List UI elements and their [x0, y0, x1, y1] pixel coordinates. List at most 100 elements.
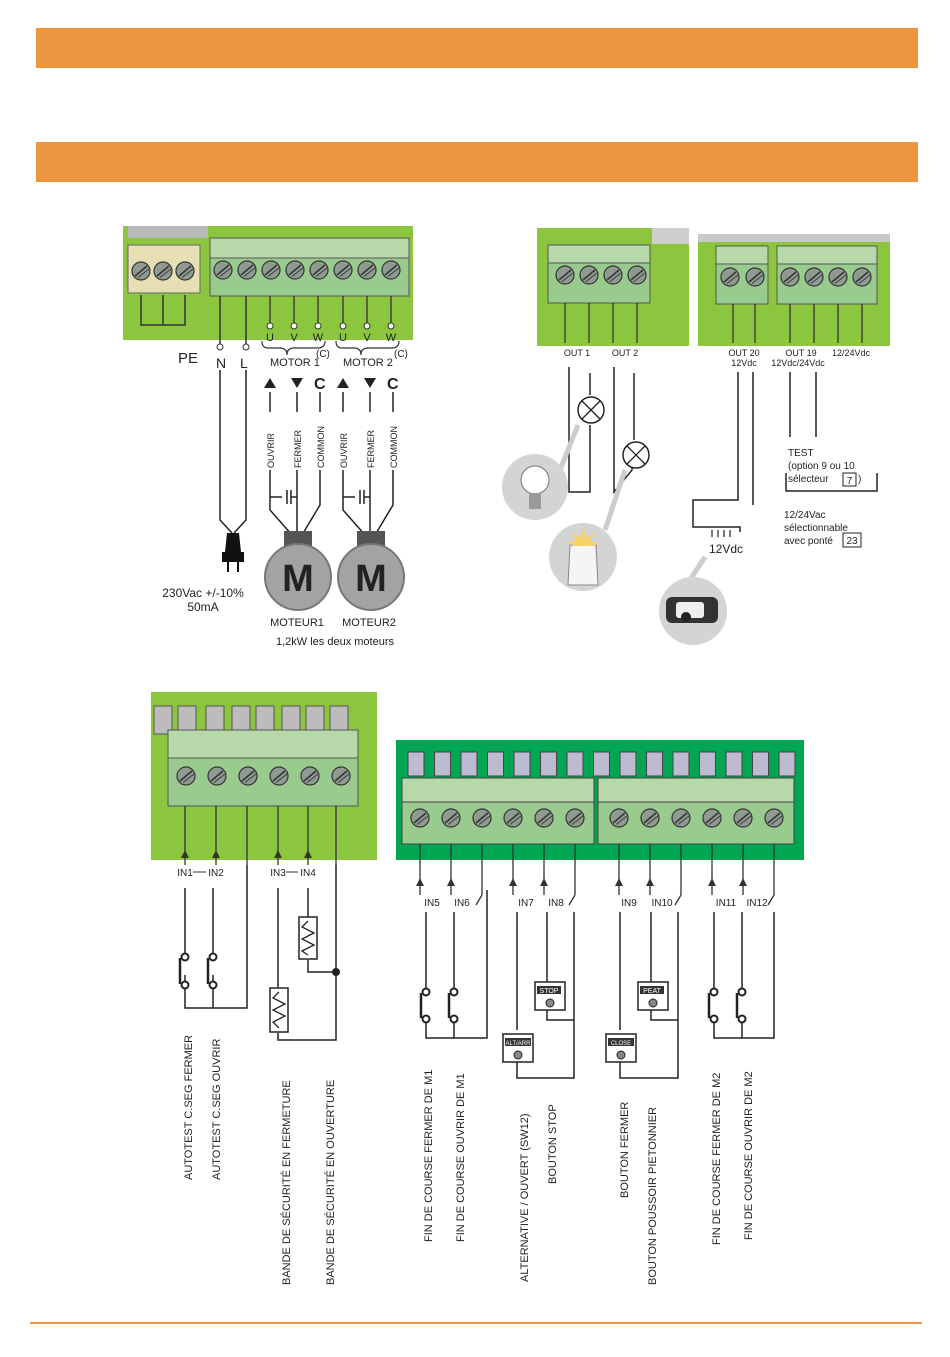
- l-label: L: [240, 355, 248, 371]
- test-close-paren: ): [858, 474, 861, 485]
- terminal-screw: [733, 808, 753, 828]
- terminal-screw: [702, 808, 722, 828]
- input-description: BANDE DE SÉCURITÉ EN FERMETURE: [280, 1080, 293, 1285]
- moteur1-label: MOTEUR1: [270, 617, 324, 629]
- terminal-screw: [410, 808, 430, 828]
- terminal-screw: [671, 808, 691, 828]
- test-selector: sélecteur: [788, 474, 829, 485]
- input-description: FIN DE COURSE FERMER DE M2: [711, 1073, 723, 1245]
- input-description: BOUTON POUSSOIR PIETONNIER: [647, 1107, 659, 1285]
- terminal-screw: [565, 808, 585, 828]
- input-description: AUTOTEST C.SEG FERMER: [183, 1035, 195, 1180]
- input-terminal-label: IN4: [300, 868, 316, 879]
- stop-button-symbol: STOP: [534, 981, 566, 1011]
- terminal-screw: [238, 766, 258, 786]
- phase-label: V: [363, 332, 371, 344]
- flashing-light-icon: [549, 469, 628, 591]
- test-option: (option 9 ou 10: [788, 461, 855, 472]
- terminal-screw: [176, 766, 196, 786]
- panel-outputs: OUT 1 OUT 2 OUT 20 12Vdc OUT 19 12Vdc/24…: [502, 228, 890, 645]
- motor-wire-label: COMMON: [316, 426, 326, 468]
- input-terminal-label: IN11: [716, 898, 737, 909]
- input-description: FIN DE COURSE OUVRIR DE M2: [743, 1071, 755, 1240]
- motor-wire-label: FERMER: [366, 430, 376, 469]
- terminal-screw: [309, 260, 329, 280]
- out19-label: OUT 19: [785, 348, 816, 358]
- out2-label: OUT 2: [612, 348, 638, 358]
- twelve-vdc-label: 12Vdc: [709, 542, 743, 556]
- out-1224-label: 12/24Vdc: [832, 348, 871, 358]
- terminal-screw: [237, 260, 257, 280]
- motor1-label: MOTOR 1: [270, 357, 320, 369]
- terminal-screw: [441, 808, 461, 828]
- terminal-screw: [261, 260, 281, 280]
- n-label: N: [216, 355, 226, 371]
- panel-inputs-1-4: IN1 IN2 IN3 IN4 AUTOTEST C.SEG FERMER AUTOTE…: [151, 692, 377, 1285]
- terminal-screw: [534, 808, 554, 828]
- motor2-c-label: C: [387, 376, 399, 393]
- input-terminal-label: IN12: [746, 898, 768, 909]
- motor2-c-mark: (C): [394, 349, 408, 360]
- phase-label: U: [266, 332, 274, 344]
- terminal-screw: [357, 260, 377, 280]
- motor2-m: M: [355, 558, 387, 600]
- phase-label: W: [386, 332, 397, 344]
- out20-voltage: 12Vdc: [731, 358, 757, 368]
- pedestrian-button-symbol: PEAT: [637, 981, 669, 1011]
- motor2-label: MOTOR 2: [343, 357, 393, 369]
- input-description: ALTERNATIVE / OUVERT (SW12): [519, 1114, 531, 1283]
- phase-label: V: [290, 332, 298, 344]
- supply-voltage: 230Vac +/-10%: [162, 586, 244, 600]
- motor-wire-label: FERMER: [293, 430, 303, 469]
- terminal-screw: [331, 766, 351, 786]
- motor1-c-label: C: [314, 376, 326, 393]
- terminal-screw: [207, 766, 227, 786]
- terminal-screw: [609, 808, 629, 828]
- motor1-m: M: [282, 558, 314, 600]
- supply-current: 50mA: [187, 600, 218, 614]
- input-description: BOUTON FERMER: [619, 1102, 631, 1198]
- terminal-screw: [640, 808, 660, 828]
- input-terminal-label: IN3: [270, 868, 286, 879]
- terminal-screw: [300, 766, 320, 786]
- receiver-device-icon: [659, 555, 727, 645]
- moteur2-label: MOTEUR2: [342, 617, 396, 629]
- close-button-text: CLOSE: [611, 1041, 631, 1047]
- out19-voltage: 12Vdc/24Vdc: [771, 358, 825, 368]
- test-title: TEST: [788, 448, 814, 459]
- phase-label: W: [313, 332, 324, 344]
- selectable-word: sélectionnable: [784, 523, 848, 534]
- terminal-screw: [764, 808, 784, 828]
- footer-divider: [30, 1322, 922, 1324]
- input-terminal-label: IN2: [208, 868, 224, 879]
- input-terminal-label: IN8: [548, 898, 564, 909]
- header-bar-top: [36, 28, 918, 68]
- terminal-screw: [333, 260, 353, 280]
- terminal-screw: [472, 808, 492, 828]
- input-description: AUTOTEST C.SEG OUVRIR: [211, 1039, 223, 1180]
- power-note: 1,2kW les deux moteurs: [276, 636, 394, 648]
- bridge-box: 23: [846, 536, 858, 547]
- out1-label: OUT 1: [564, 348, 590, 358]
- stop-button-text: STOP: [540, 988, 559, 995]
- bridge-note: avec ponté: [784, 536, 833, 547]
- phase-label: U: [339, 332, 347, 344]
- input-terminal-label: IN7: [518, 898, 534, 909]
- pedestrian-button-text: PEAT: [643, 988, 661, 995]
- altarr-button-text: ALT/ARR: [506, 1041, 532, 1047]
- input-description: FIN DE COURSE FERMER DE M1: [423, 1070, 435, 1242]
- selectable-voltage: 12/24Vac: [784, 510, 826, 521]
- motor-wire-label: OUVRIR: [339, 432, 349, 468]
- header-bar-section: [36, 142, 918, 182]
- input-terminal-label: IN1: [177, 868, 193, 879]
- input-description: FIN DE COURSE OUVRIR DE M1: [455, 1073, 467, 1242]
- motor-wire-label: OUVRIR: [266, 432, 276, 468]
- input-terminal-label: IN5: [424, 898, 440, 909]
- pe-label: PE: [178, 350, 198, 367]
- input-description: BOUTON STOP: [547, 1104, 559, 1184]
- terminal-screw: [503, 808, 523, 828]
- test-selector-box: 7: [847, 476, 853, 487]
- motor-wire-label: COMMON: [389, 426, 399, 468]
